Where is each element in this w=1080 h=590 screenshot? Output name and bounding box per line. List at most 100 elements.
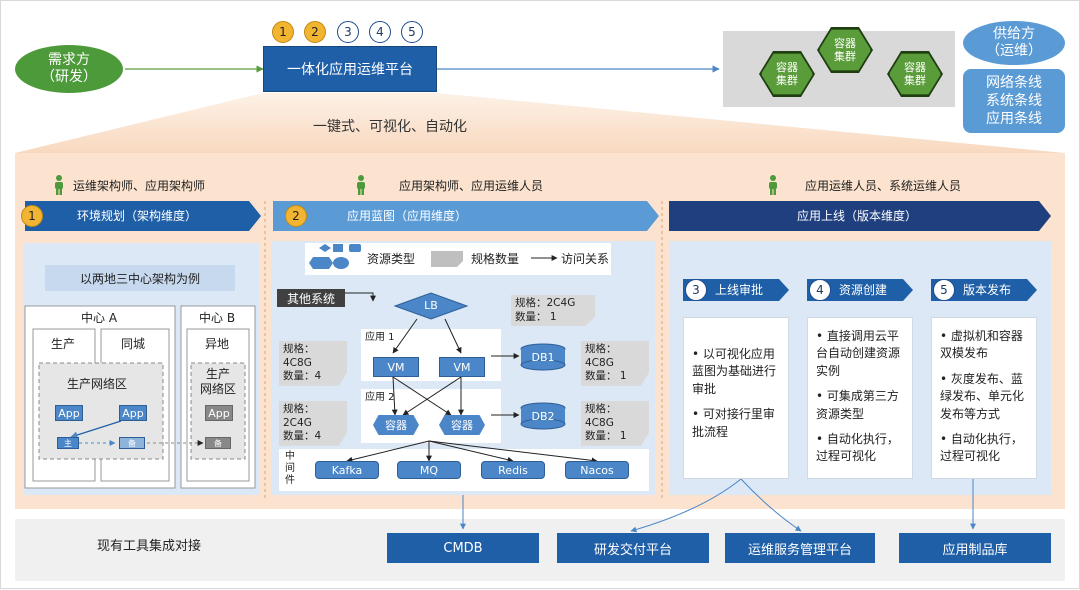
db2-node: DB2 [531,410,555,423]
role-2: 应用架构师、应用运维人员 [399,179,544,193]
legend-access: 访问关系 [561,252,610,266]
container-node-2: 容器 [439,415,485,435]
step3-label: 上线审批 [715,283,764,297]
banner-2-num: 2 [285,205,307,227]
spec-left2-l2: 数量：4 [283,430,322,443]
spec-db2-l1: 规格：4C8G [585,403,617,429]
env-remote: 异地 [205,337,230,351]
release-point-2: • 灰度发布、蓝绿发布、单元化发布等方式 [940,371,1025,421]
env-prod: 生产 [51,337,76,351]
env-prodnet: 生产网络区 [67,377,128,391]
app1-label: 应用 1 [365,332,395,343]
container-cluster-1: 容器 集群 [761,53,813,95]
person-icon [769,175,777,195]
app2-label: 应用 2 [365,392,395,403]
env-prodnet2: 生产 网络区 [193,367,243,397]
container-cluster-2: 容器 集群 [819,29,871,71]
step5-num: 5 [933,279,955,301]
banner-3-label: 应用上线（版本维度） [797,209,918,223]
supply-line1: 供给方 [993,26,1035,43]
tool-cmdb: CMDB [387,533,539,563]
platform-title: 一体化应用运维平台 [263,46,437,92]
hex2-l2: 集群 [834,50,856,63]
hex2-l1: 容器 [834,36,856,50]
line-app: 应用条线 [986,111,1042,128]
spec-left1-l1: 规格：4C8G [283,343,315,369]
vm-node-1: VM [373,357,419,377]
spec-left-2: 规格：2C4G 数量：4 [279,401,347,446]
app-box-1: App [55,405,83,421]
spec-left1-l2: 数量：4 [283,370,322,383]
db1-node: DB1 [531,351,555,364]
container-node-1: 容器 [373,415,419,435]
master-node: 主 [57,437,79,449]
banner-1-label: 环境规划（架构维度） [77,209,198,223]
app-box-2: App [119,405,147,421]
mw-kafka: Kafka [315,461,379,479]
backup-node-1: 备 [119,437,145,449]
role-1: 运维架构师、应用架构师 [73,179,206,193]
mw-char-3: 件 [285,475,295,486]
hex1-l1: 容器 [776,60,798,74]
center-a: 中心 A [81,311,118,325]
demand-line1: 需求方 [48,51,90,68]
spec-db2-l2: 数量： 1 [585,430,627,443]
step-4-badge: 4 [369,21,391,43]
step-2-badge: 2 [304,21,326,43]
person-icon [357,175,365,195]
hex3-l2: 集群 [904,74,926,87]
card-release: • 虚拟机和容器双模发布 • 灰度发布、蓝绿发布、单元化发布等方式 • 自动化执… [931,317,1037,479]
legend-spec: 规格数量 [471,252,520,266]
other-system: 其他系统 [277,289,345,307]
demand-side: 需求方 （研发） [15,45,123,93]
release-point-3: • 自动化执行，过程可视化 [940,431,1023,464]
lb-node: LB [424,299,438,312]
mw-char-2: 间 [285,463,295,474]
tool-ops-service: 运维服务管理平台 [725,533,875,563]
person-icon [55,175,63,195]
release-point-1: • 虚拟机和容器双模发布 [940,329,1023,361]
approval-point-2: • 可对接行里审批流程 [692,407,775,439]
step-1-badge: 1 [272,21,294,43]
line-network: 网络条线 [986,74,1042,91]
supply-lines: 网络条线 系统条线 应用条线 [963,69,1065,133]
approval-point-1: • 以可视化应用蓝图为基础进行审批 [692,347,777,396]
spec-left2-l1: 规格：2C4G [283,403,315,429]
tool-integration-label: 现有工具集成对接 [97,539,202,554]
env-samecity: 同城 [121,337,146,351]
prodnet2-l1: 生产 [205,367,230,381]
mw-nacos: Nacos [565,461,629,479]
step-5-badge: 5 [401,21,423,43]
step-3-badge: 3 [337,21,359,43]
prodnet2-l2: 网络区 [199,382,236,396]
mw-mq: MQ [397,461,461,479]
hex1-l2: 集群 [776,74,798,87]
legend-resource: 资源类型 [367,252,416,266]
app-box-3: App [205,405,233,421]
lb-spec-l2: 数量： 1 [515,310,557,323]
supply-side: 供给方 （运维） [963,21,1065,65]
backup-node-2: 备 [205,437,231,449]
step5-label: 版本发布 [963,283,1012,297]
spec-db2: 规格：4C8G 数量： 1 [581,401,649,446]
step4-num: 4 [809,279,831,301]
step3-num: 3 [685,279,707,301]
supply-line2: （运维） [986,43,1042,59]
slogan: 一键式、可视化、自动化 [313,119,467,135]
spec-db1: 规格：4C8G 数量： 1 [581,341,649,386]
card-approval: • 以可视化应用蓝图为基础进行审批 • 可对接行里审批流程 [683,317,789,479]
spec-db1-l1: 规格：4C8G [585,343,617,369]
resource-point-1: • 直接调用云平台自动创建资源实例 [816,329,901,378]
center-b: 中心 B [199,311,236,325]
line-system: 系统条线 [986,92,1042,109]
lb-spec-l1: 规格：2C4G [515,297,576,309]
resource-point-2: • 可集成第三方资源类型 [816,389,899,421]
resource-point-3: • 自动化执行，过程可视化 [816,431,899,464]
middleware-label: 中 间 件 [283,451,297,487]
lb-spec: 规格：2C4G 数量： 1 [511,295,595,327]
banner-1-num: 1 [21,205,43,227]
mw-char-1: 中 [285,451,295,462]
mw-redis: Redis [481,461,545,479]
vm-node-2: VM [439,357,485,377]
